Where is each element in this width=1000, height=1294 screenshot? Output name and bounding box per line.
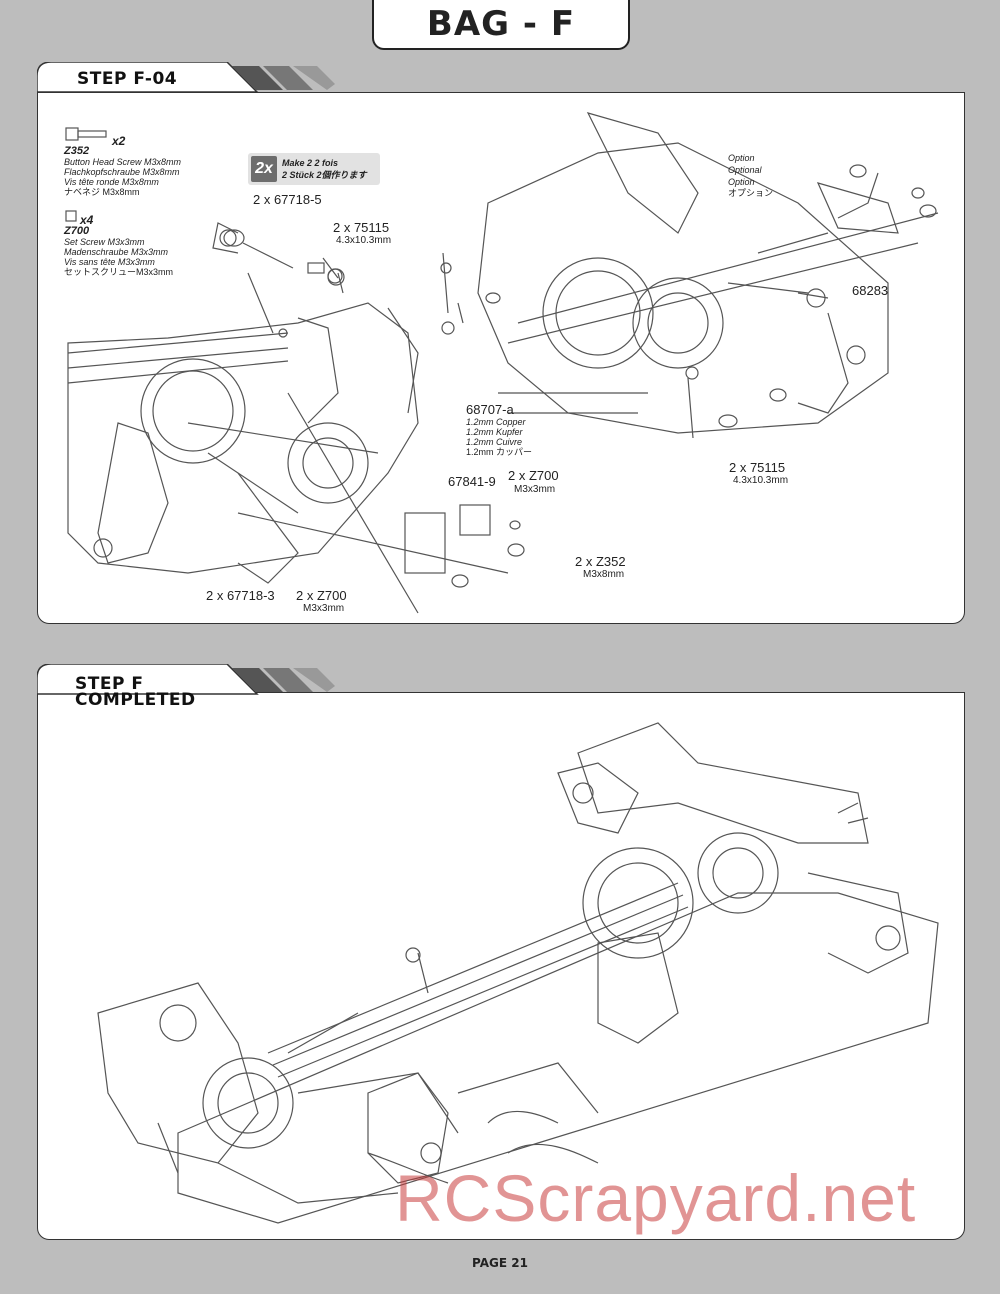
label-z700-a-size: M3x3mm — [514, 484, 556, 495]
label-67718-3: 2 x 67718-3 — [206, 588, 275, 603]
completed-car-drawing — [97, 722, 939, 1224]
make-2-line1: Make 2 2 fois — [282, 158, 339, 168]
make-2x-badge: 2x — [251, 156, 277, 182]
z700-desc-fr: Vis sans tête M3x3mm — [64, 257, 155, 267]
option-fr: Option — [728, 177, 755, 187]
label-68283: 68283 — [852, 283, 889, 298]
step-f-completed-panel — [37, 692, 965, 1240]
step-f-title-line1: STEP F — [75, 674, 144, 694]
bag-title: BAG - F — [372, 0, 630, 50]
watermark: RCScrapyard.net — [395, 1161, 917, 1235]
option-en: Option — [728, 153, 755, 163]
label-z700-b-size: M3x3mm — [303, 603, 345, 614]
step-f04-title: STEP F-04 — [77, 69, 178, 89]
z700-code: Z700 — [64, 225, 90, 237]
make-2-line2: 2 Stück 2個作ります — [282, 170, 367, 180]
z352-desc-fr: Vis tête ronde M3x8mm — [64, 177, 159, 187]
option-jp: オプション — [728, 188, 774, 198]
z352-desc-en: Button Head Screw M3x8mm — [64, 157, 182, 167]
z700-qty: x4 — [80, 213, 94, 227]
page-number: PAGE 21 — [472, 1256, 528, 1270]
label-67841-9: 67841-9 — [448, 474, 496, 489]
z352-desc-de: Flachkopfschraube M3x8mm — [64, 167, 180, 177]
label-z700-b: 2 x Z700 — [296, 588, 347, 603]
step-f04-header: STEP F-04 — [37, 62, 337, 94]
label-z700-a: 2 x Z700 — [508, 468, 559, 483]
z700-desc-de: Madenschraube M3x3mm — [64, 247, 169, 257]
label-z352: 2 x Z352 — [575, 554, 626, 569]
z700-desc-jp: セットスクリューM3x3mm — [64, 267, 174, 277]
make-2-box: 2x Make 2 2 fois 2 Stück 2個作ります — [248, 153, 380, 185]
label-75115-b: 2 x 75115 — [729, 460, 786, 475]
label-68707-a: 68707-a — [466, 402, 514, 417]
z352-qty: x2 — [112, 134, 126, 148]
header-stripes-2 — [37, 664, 335, 695]
label-68707-copper: 1.2mm Copper — [466, 417, 526, 427]
option-de: Optional — [728, 165, 762, 175]
step-f04-panel: x2 Z352 Button Head Screw M3x8mm Flachko… — [37, 92, 965, 624]
z700-desc-en: Set Screw M3x3mm — [64, 237, 145, 247]
step-f04-drawing — [65, 112, 939, 614]
label-67718-5: 2 x 67718-5 — [253, 192, 322, 207]
label-75115-b-size: 4.3x10.3mm — [733, 475, 789, 486]
label-75115-a: 2 x 75115 — [333, 220, 390, 235]
label-75115-a-size: 4.3x10.3mm — [336, 235, 392, 246]
label-z352-size: M3x8mm — [583, 569, 625, 580]
label-68707-kupfer: 1.2mm Kupfer — [466, 427, 523, 437]
step-f-title-line2: COMPLETED — [75, 690, 196, 710]
z352-desc-jp: ナベネジ M3x8mm — [64, 187, 140, 197]
label-68707-cuivre: 1.2mm Cuivre — [466, 437, 523, 447]
step-f-completed-header: STEP F COMPLETED — [37, 664, 337, 709]
header-stripes — [37, 62, 335, 93]
z352-code: Z352 — [64, 145, 90, 157]
label-68707-jp: 1.2mm カッパー — [466, 447, 533, 457]
